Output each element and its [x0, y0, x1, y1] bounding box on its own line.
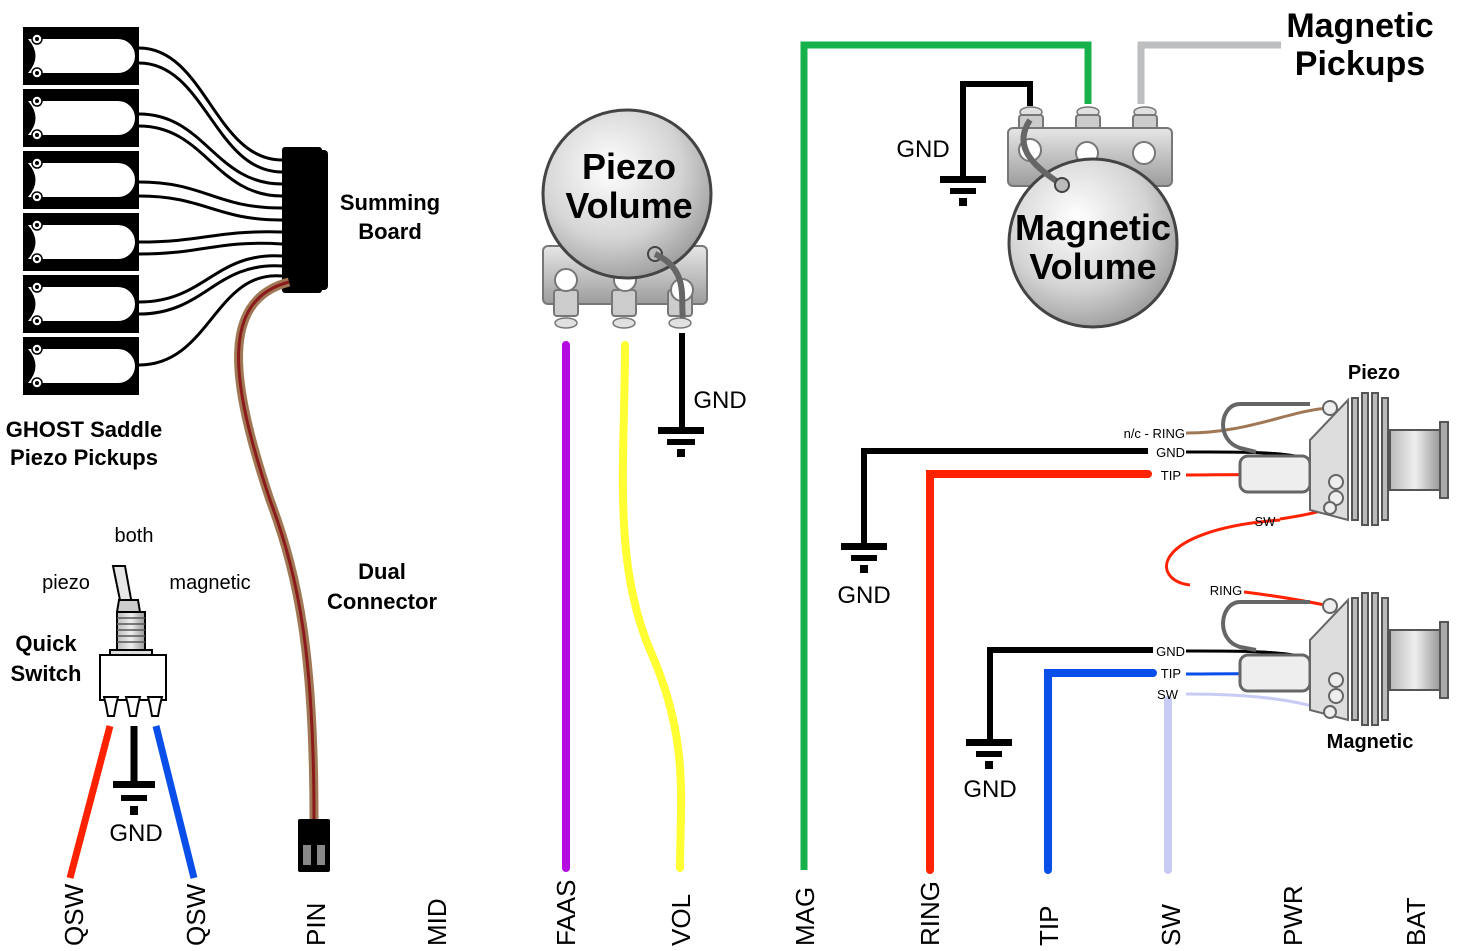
magnetic-volume-label: Volume [1029, 246, 1156, 287]
jack-terminal-label: TIP [1161, 666, 1181, 681]
gnd-label: GND [896, 136, 949, 163]
pin-label: QSW [59, 883, 89, 946]
switch-label-piezo: piezo [42, 572, 90, 594]
gnd-label: GND [837, 582, 890, 609]
pin-label: BAT [1401, 897, 1431, 946]
jack-terminal-label: GND [1156, 445, 1185, 460]
dual-connector-label: Connector [327, 589, 437, 614]
dual-connector-cable [234, 277, 319, 821]
jack-terminal-label: SW [1157, 687, 1179, 702]
pin-label: VOL [666, 894, 696, 946]
quick-switch-title: Quick [15, 631, 77, 656]
piezo-jack [1221, 392, 1449, 526]
pin-label: QSW [181, 883, 211, 946]
dual-connector-label: Dual [358, 559, 406, 584]
summing-board-label: Board [358, 219, 422, 244]
saddle-pickup [23, 89, 139, 147]
pin-label: MID [422, 898, 452, 946]
summing-board [282, 147, 328, 293]
saddle-pickup [23, 27, 139, 85]
jack-terminal-label: SW [1255, 514, 1277, 529]
saddle-pickup [23, 275, 139, 333]
piezo-volume-label: Volume [565, 185, 692, 226]
pin-label: MAG [790, 887, 820, 946]
piezo-volume-label: Piezo [582, 146, 676, 187]
jack-terminal-label: GND [1156, 644, 1185, 659]
bottom-pin-labels: QSW QSW PIN MID FAAS VOL MAG RING TIP SW… [59, 880, 1431, 946]
pin-label: PWR [1278, 885, 1308, 946]
pickup-wires [138, 46, 283, 367]
summing-board-label: Summing [340, 190, 440, 215]
jack-wiring [861, 448, 1172, 874]
quick-switch-title: Switch [11, 661, 82, 686]
saddle-pickup [23, 151, 139, 209]
ghost-saddle-pickups [23, 27, 139, 395]
pin-label: SW [1156, 904, 1186, 946]
gnd-label: GND [109, 820, 162, 847]
saddle-pickup [23, 337, 139, 395]
saddle-pickup [23, 213, 139, 271]
jack-terminal-label: n/c - RING [1124, 426, 1185, 441]
pin-label: TIP [1034, 906, 1064, 946]
magnetic-volume-pot [1007, 106, 1179, 329]
magnetic-pickups-label: Pickups [1295, 45, 1425, 83]
jack-terminal-label: TIP [1161, 468, 1181, 483]
mag-wire [800, 41, 1281, 870]
dual-connector-plug [298, 819, 330, 872]
magnetic-jack [1221, 592, 1449, 726]
quick-switch-wires [66, 725, 198, 879]
jack-piezo-label: Piezo [1348, 362, 1400, 384]
piezo-volume-pot [541, 108, 713, 329]
ground-symbol [658, 427, 704, 457]
piezo-pot-wires [562, 333, 686, 872]
magnetic-volume-label: Magnetic [1015, 207, 1171, 248]
pin-label: PIN [301, 903, 331, 946]
ground-symbol [113, 781, 155, 815]
pin-label: RING [915, 881, 945, 946]
jack-magnetic-label: Magnetic [1327, 731, 1414, 753]
gnd-label: GND [963, 776, 1016, 803]
pin-label: FAAS [551, 880, 581, 946]
ghost-title: GHOST Saddle [6, 417, 162, 442]
switch-label-magnetic: magnetic [169, 572, 250, 594]
jack-terminal-label: RING [1210, 583, 1243, 598]
ground-symbol [841, 543, 887, 573]
magnetic-pickups-label: Magnetic [1286, 7, 1433, 45]
switch-label-both: both [115, 525, 154, 547]
ground-symbol [966, 739, 1012, 769]
ghost-title: Piezo Pickups [10, 445, 158, 470]
ground-symbol [940, 176, 986, 206]
gnd-label: GND [693, 387, 746, 414]
quick-switch [99, 565, 167, 717]
labels: GHOST Saddle Piezo Pickups Summing Board… [6, 7, 1434, 847]
